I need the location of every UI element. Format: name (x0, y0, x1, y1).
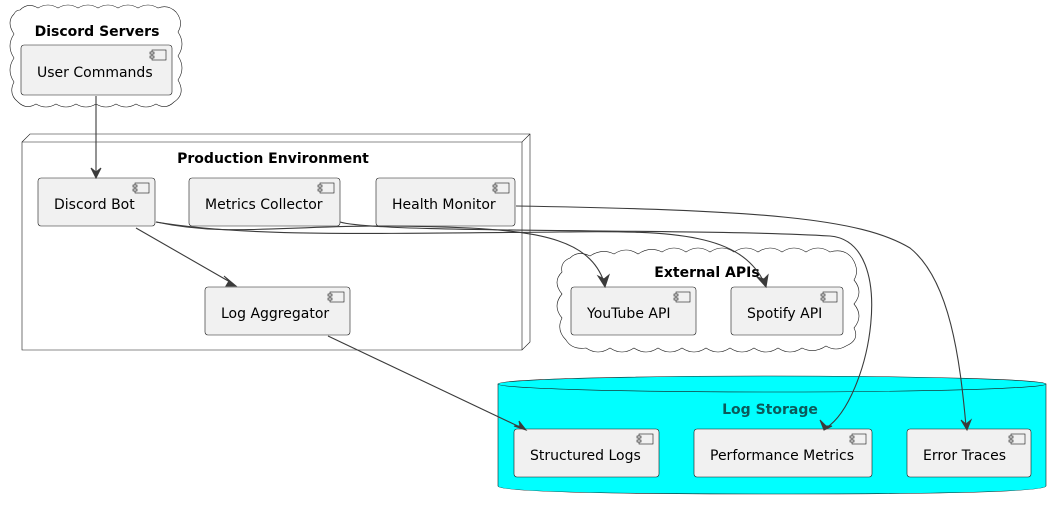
arrow-head (960, 418, 973, 432)
spotify-api-component[interactable]: Spotify API (730, 286, 844, 336)
production-environment-node: Production Environment (21, 133, 531, 351)
component-icon (132, 182, 150, 194)
connections (90, 96, 973, 432)
component-icon (820, 291, 838, 303)
arrow-head (223, 275, 238, 287)
log-aggregator-component[interactable]: Log Aggregator (204, 286, 351, 336)
edge-metricscollector-performance (339, 221, 873, 429)
log-aggregator-component-label: Log Aggregator (221, 306, 329, 322)
discord-servers-title: Discord Servers (35, 24, 160, 40)
youtube-api-component[interactable]: YouTube API (570, 286, 697, 336)
component-icon (1008, 433, 1026, 445)
performance-metrics-component[interactable]: Performance Metrics (693, 428, 873, 478)
edge-discordbot-spotify (155, 221, 765, 283)
error-traces-component-label: Error Traces (923, 448, 1006, 464)
log-storage-title: Log Storage (722, 402, 818, 418)
component-icon (492, 182, 510, 194)
component-icon (149, 49, 167, 61)
component-icon (636, 433, 654, 445)
error-traces-component[interactable]: Error Traces (906, 428, 1032, 478)
user-commands-component-label: User Commands (37, 65, 153, 81)
arrow-head (90, 167, 102, 180)
arrow-head (819, 419, 833, 431)
arrow-head (755, 273, 769, 289)
discord-bot-component[interactable]: Discord Bot (37, 177, 156, 227)
structured-logs-component[interactable]: Structured Logs (513, 428, 660, 478)
external-apis-cloud: External APIs (556, 247, 860, 353)
external-apis-title: External APIs (654, 265, 759, 281)
metrics-collector-component-label: Metrics Collector (205, 197, 323, 213)
structured-logs-component-label: Structured Logs (530, 448, 641, 464)
health-monitor-component-label: Health Monitor (392, 197, 496, 213)
component-icon (673, 291, 691, 303)
edge-healthmonitor-errortraces (515, 205, 967, 427)
youtube-api-component-label: YouTube API (586, 306, 671, 322)
edge-discordbot-logaggregator (135, 227, 231, 283)
component-icon (849, 433, 867, 445)
discord-servers-cloud: Discord Servers (9, 4, 183, 108)
user-commands-component[interactable]: User Commands (20, 44, 173, 96)
health-monitor-component[interactable]: Health Monitor (375, 177, 516, 227)
spotify-api-component-label: Spotify API (747, 306, 822, 322)
metrics-collector-component[interactable]: Metrics Collector (188, 177, 341, 227)
discord-bot-component-label: Discord Bot (54, 197, 135, 213)
component-icon (327, 291, 345, 303)
performance-metrics-component-label: Performance Metrics (710, 448, 854, 464)
production-environment-title: Production Environment (177, 151, 369, 167)
edge-logaggregator-structuredlogs (327, 335, 523, 429)
edge-discordbot-youtube (155, 221, 605, 283)
arrow-head (513, 420, 528, 431)
component-icon (317, 182, 335, 194)
arrow-head (596, 273, 611, 289)
